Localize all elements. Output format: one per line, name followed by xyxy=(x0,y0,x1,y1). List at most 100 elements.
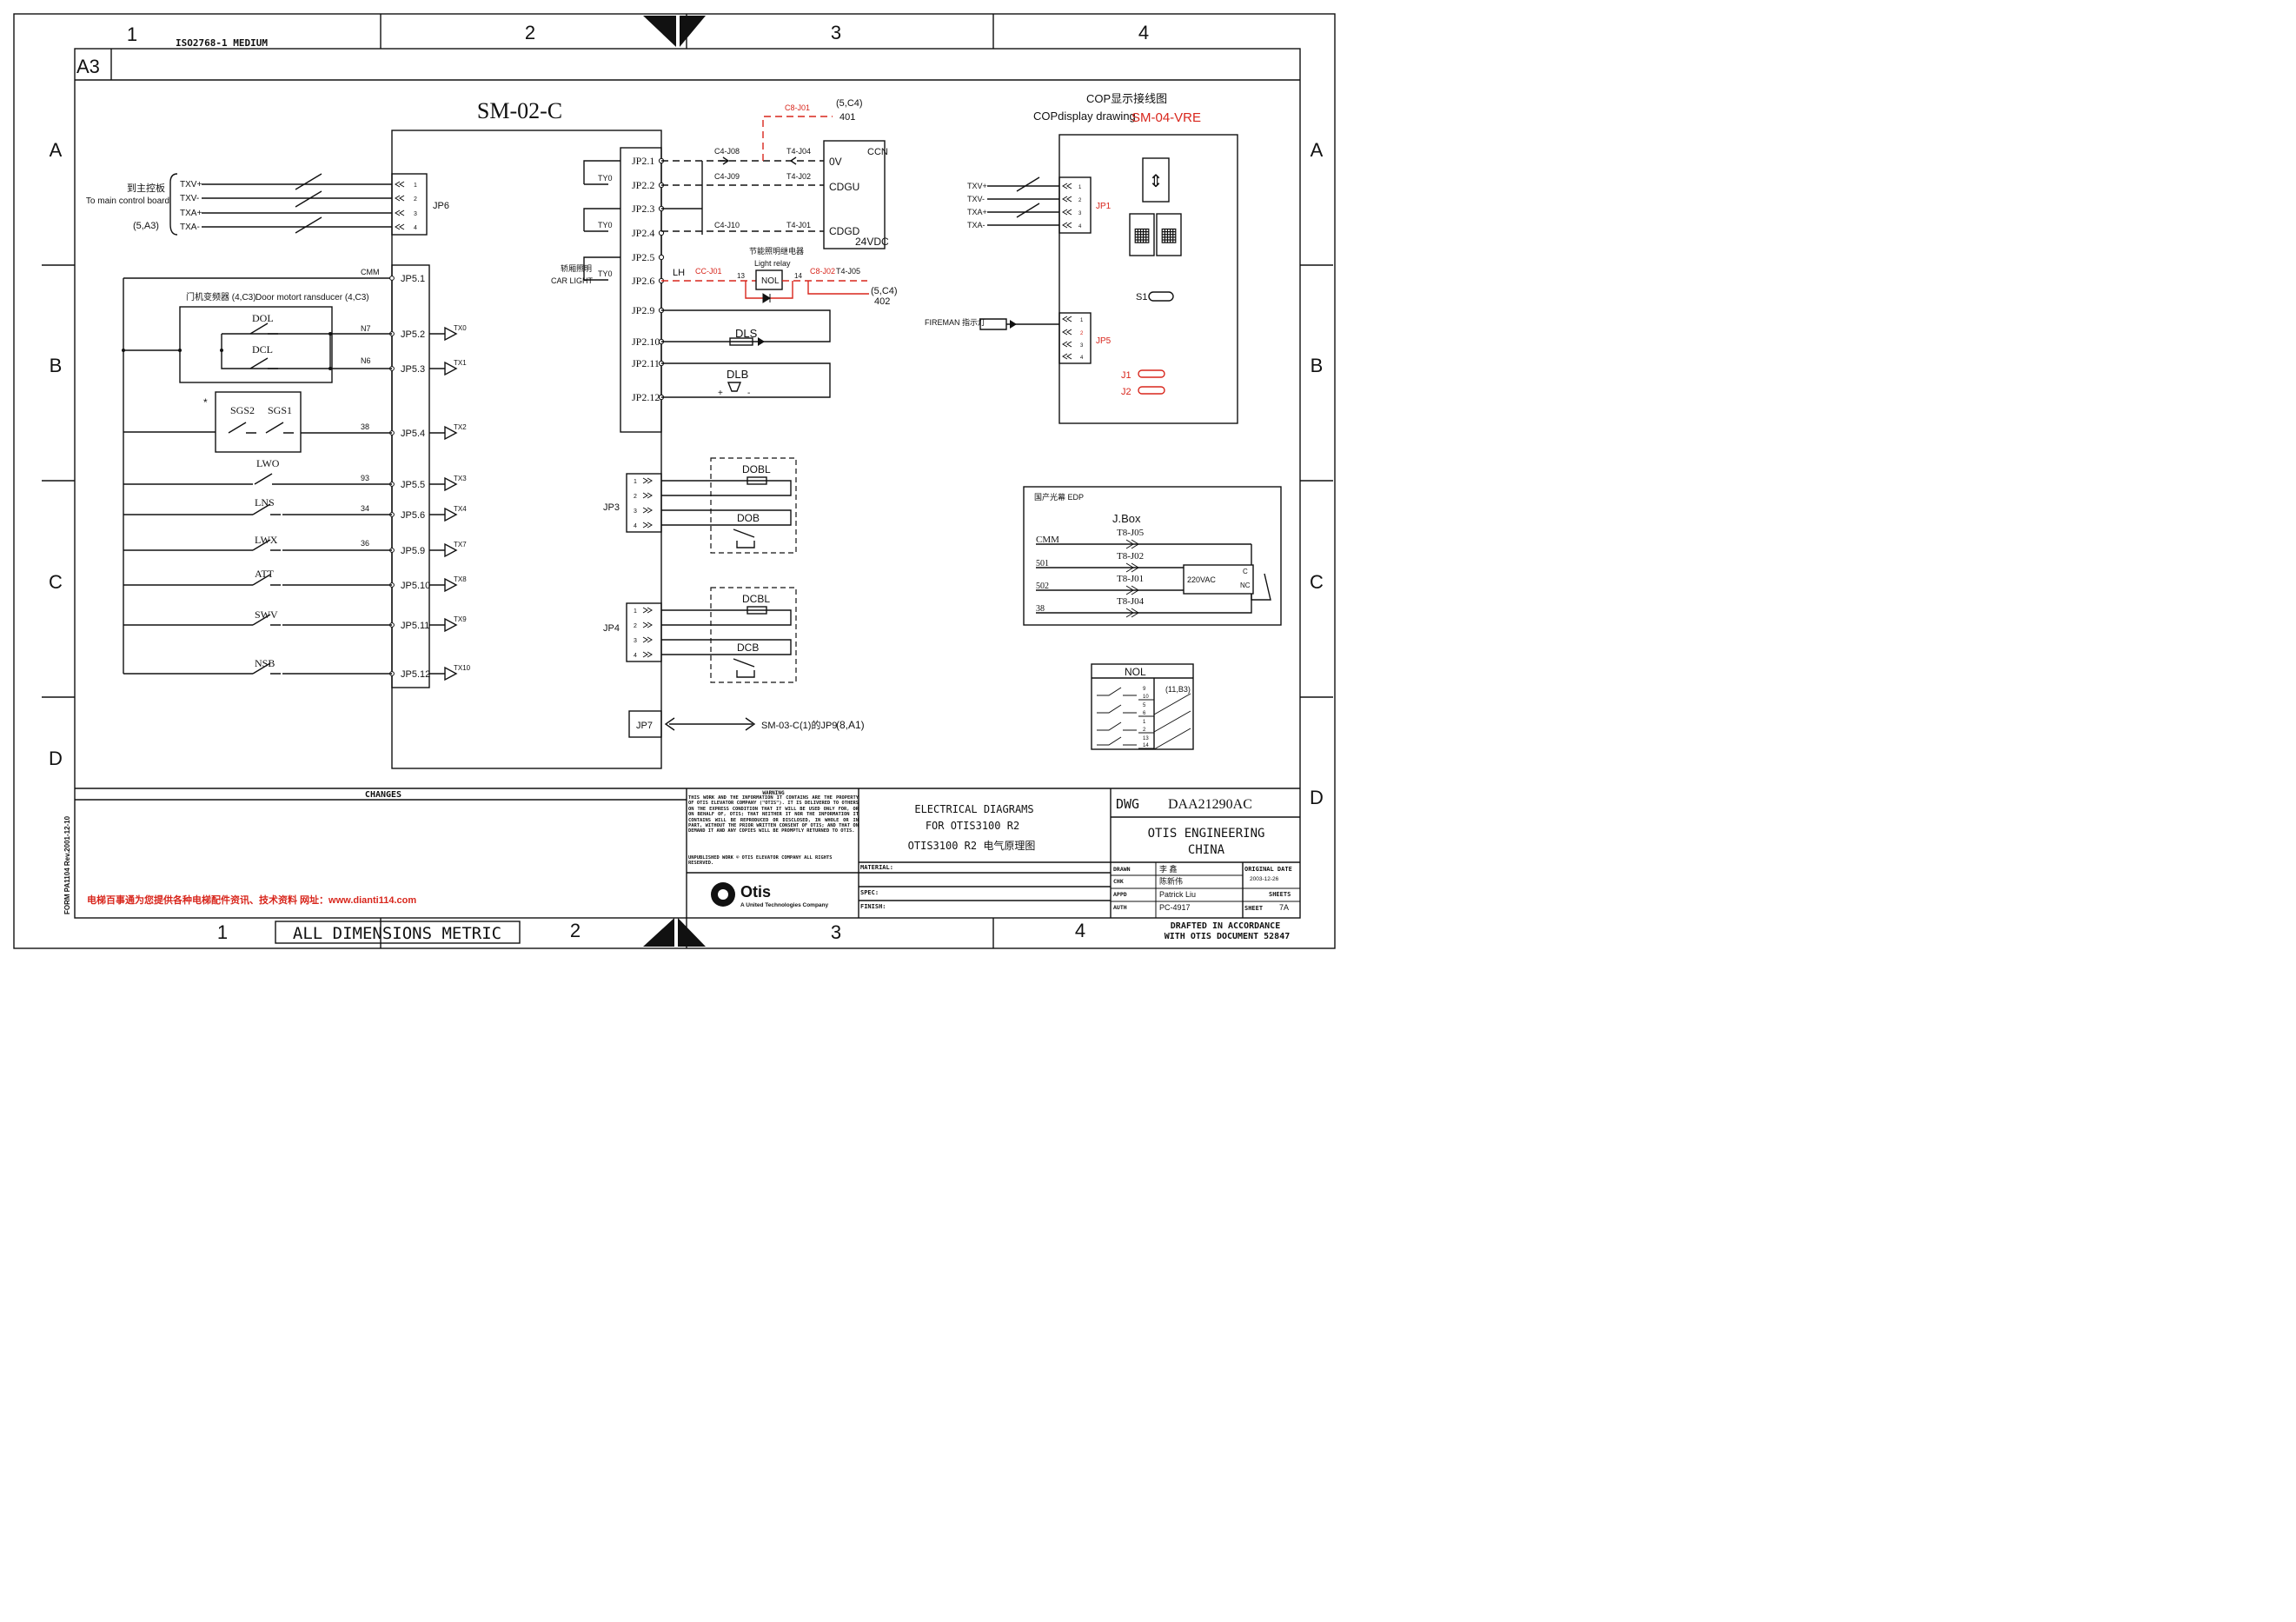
nol-row-number: 10 xyxy=(1143,695,1149,700)
cop-jp5-connector xyxy=(1058,312,1092,364)
conn-c4-j10: C4-J10 xyxy=(714,221,740,229)
digit-display-icon: ▦ xyxy=(1133,223,1151,245)
jp2-pin-label: JP2.6 xyxy=(632,275,654,287)
jp2-connector xyxy=(620,147,662,433)
main-board-signal: TXA- xyxy=(180,223,200,232)
digit-display-icon: ▦ xyxy=(1160,223,1178,245)
switch-label: SWV xyxy=(255,608,278,621)
jp5-pin-label: JP5.12 xyxy=(401,669,430,680)
door-switch-circuits: 门机变频器 (4,C3) Door motort ransducer (4,C3… xyxy=(122,268,471,681)
jp6-pin: 4 xyxy=(414,225,417,231)
cop-title-cn: COP显示接线图 xyxy=(1086,92,1167,105)
light-relay-en: Light relay xyxy=(754,259,791,268)
dwg-label: DWG xyxy=(1116,796,1139,812)
cop-s1-label: S1 xyxy=(1136,292,1147,302)
sign-name: PC-4917 xyxy=(1159,903,1191,912)
board-title: SM-02-C xyxy=(477,98,562,123)
nol-row-number: 1 xyxy=(1143,720,1146,725)
cop-jp5-pin: 2 xyxy=(1080,331,1084,336)
row-right-c: C xyxy=(1310,571,1324,593)
edp-connector-label: T8-J04 xyxy=(1117,596,1145,607)
switch-label: NSB xyxy=(255,657,275,669)
jp2-pin-label: JP2.2 xyxy=(632,179,654,191)
dimensions-note: ALL DIMENSIONS METRIC xyxy=(293,924,501,943)
wire-number: 36 xyxy=(361,539,369,548)
jp4-pin: 3 xyxy=(634,638,637,644)
light-relay-cn: 节能照明继电器 xyxy=(749,246,804,256)
edp-junction-box: 国产光幕 EDP J.Box CMMT8-J05501T8-J02502T8-J… xyxy=(1023,486,1282,626)
ref-401: (5,C4) xyxy=(836,98,863,109)
jp5-tx-label: TX7 xyxy=(454,541,467,548)
edp-title: 国产光幕 EDP xyxy=(1034,492,1084,502)
cop-jp1-pin: 1 xyxy=(1078,185,1082,190)
nol-row-number: 6 xyxy=(1143,711,1146,716)
jp5-tx-label: TX1 xyxy=(454,359,467,367)
conn-c4-j08: C4-J08 xyxy=(714,147,740,156)
conn-t4-j01: T4-J01 xyxy=(786,221,811,229)
zone-top-3: 3 xyxy=(831,22,841,43)
sign-name: Patrick Liu xyxy=(1159,890,1196,899)
changes-label: CHANGES xyxy=(365,790,401,800)
cop-jp5-pin: 3 xyxy=(1080,343,1084,349)
relay-pin-13: 13 xyxy=(737,272,745,280)
conn-c8-j02: C8-J02 xyxy=(810,267,835,276)
car-light-cn: 轿厢照明 xyxy=(561,263,592,273)
nol-row-number: 9 xyxy=(1143,687,1146,692)
sgs-asterisk: * xyxy=(203,396,208,409)
jp5-pin-label: JP5.9 xyxy=(401,546,425,556)
jp5-pin-label: JP5.2 xyxy=(401,329,425,340)
cop-signal-label: TXA+ xyxy=(967,208,987,216)
jp5-tx-label: TX2 xyxy=(454,423,467,431)
jp6-pin: 2 xyxy=(414,196,417,203)
main-board-signal: TXA+ xyxy=(180,209,202,218)
main-board-ref: (5,A3) xyxy=(133,221,159,231)
jp5-tx-label: TX9 xyxy=(454,615,467,623)
arrow-updown-icon: ⇕ xyxy=(1149,172,1164,191)
warning-title: WARNING xyxy=(762,790,785,796)
edp-contact-nc: NC xyxy=(1240,582,1251,589)
jp3-pin: 2 xyxy=(634,494,637,500)
row-left-b: B xyxy=(50,355,63,376)
cop-fireman: FIREMAN 指示灯 xyxy=(925,317,985,327)
jp2-pin-label: JP2.4 xyxy=(632,227,654,239)
company-line-1: OTIS ENGINEERING xyxy=(1148,827,1265,841)
conn-cc-j01: CC-J01 xyxy=(695,267,722,276)
sign-role: DRAWN xyxy=(1113,866,1131,873)
jp5-tx-label: TX0 xyxy=(454,324,467,332)
nol-ref: (11,B3) xyxy=(1165,685,1191,694)
cop-jp1-pin: 3 xyxy=(1078,211,1082,216)
zone-bottom-2: 2 xyxy=(570,920,581,941)
warning-text: THIS WORK AND THE INFORMATION IT CONTAIN… xyxy=(688,795,859,834)
row-right-b: B xyxy=(1311,355,1324,376)
jp5-pin-label: JP5.10 xyxy=(401,581,430,591)
field-spec: SPEC: xyxy=(860,889,879,896)
dlb-plus: + xyxy=(718,389,723,398)
edp-wire-label: 38 xyxy=(1036,604,1045,614)
switch-label: SGS1 xyxy=(268,404,292,416)
jp5-tx-label: TX4 xyxy=(454,505,467,513)
wire-number: 34 xyxy=(361,504,369,513)
sign-name: 李 鑫 xyxy=(1159,864,1178,874)
conn-c8-j01: C8-J01 xyxy=(785,103,810,112)
jp4-pin: 4 xyxy=(634,653,637,659)
cop-title-en: COPdisplay drawing xyxy=(1033,110,1136,123)
company-line-2: CHINA xyxy=(1188,843,1225,857)
jp3-label: JP3 xyxy=(603,502,620,513)
watermark-text: 电梯百事通为您提供各种电梯配件资讯、技术资料 网址：www.dianti114.… xyxy=(87,894,416,906)
ccn-pin-0v: 0V xyxy=(829,156,842,168)
switch-label: LWX xyxy=(255,534,278,546)
cop-jp5-pin: 1 xyxy=(1080,318,1084,323)
door-motor-en: Door motort ransducer (4,C3) xyxy=(255,293,369,302)
cop-jp1-pin: 2 xyxy=(1078,198,1082,203)
drawing-frame xyxy=(13,13,1336,949)
jp3-pin: 4 xyxy=(634,523,637,529)
edp-connector-label: T8-J02 xyxy=(1117,551,1144,562)
jbox-label: J.Box xyxy=(1112,512,1141,525)
jp2-pin-label: JP2.3 xyxy=(632,203,654,215)
cop-j1-label: J1 xyxy=(1121,370,1131,381)
ccn-pin-cdgu: CDGU xyxy=(829,181,859,193)
field-material: MATERIAL: xyxy=(860,864,893,871)
cop-jp5-pin: 4 xyxy=(1080,356,1084,361)
